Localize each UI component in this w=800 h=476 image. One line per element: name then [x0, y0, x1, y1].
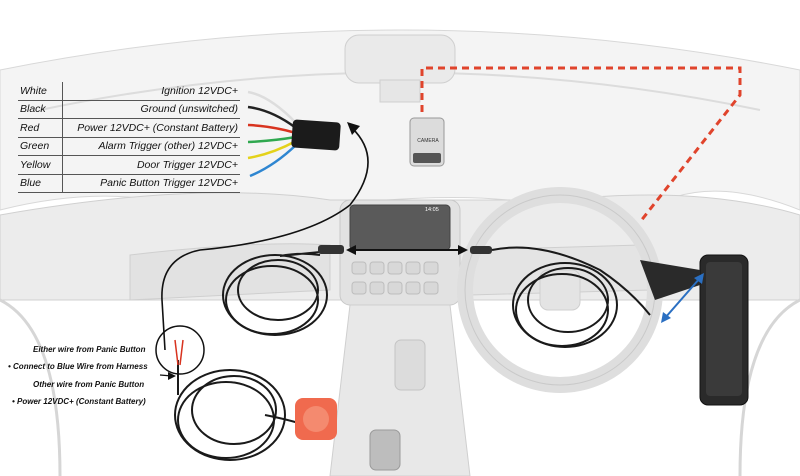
wire-color: White — [18, 82, 63, 101]
harness-module — [291, 119, 341, 151]
wire-color: Blue — [18, 174, 63, 193]
wire-function: Door Trigger 12VDC+ — [62, 155, 240, 175]
panic-note-1: Either wire from Panic Button — [33, 345, 146, 354]
wire-function: Panic Button Trigger 12VDC+ — [62, 174, 240, 193]
panic-note-2: • Connect to Blue Wire from Harness — [8, 362, 148, 371]
panic-note-3: Other wire from Panic Button — [33, 380, 145, 389]
wire-color: Green — [18, 137, 63, 156]
wire-function: Ground (unswitched) — [62, 100, 240, 119]
harness-to-panic-arrow — [161, 127, 369, 351]
left-cable-coil — [222, 249, 341, 336]
wire-function: Alarm Trigger (other) 12VDC+ — [62, 137, 240, 156]
wire-color: Yellow — [18, 155, 63, 175]
wire-function: Power 12VDC+ (Constant Battery) — [62, 118, 240, 138]
wire-color: Black — [18, 100, 63, 119]
right-cable-coil — [491, 246, 651, 348]
harness-wires — [247, 90, 297, 178]
camera-power-cable — [420, 66, 742, 223]
infotainment-clock: 14:05 — [425, 207, 439, 213]
wire-function: Ignition 12VDC+ — [62, 82, 240, 101]
panic-wire-junction — [155, 325, 205, 375]
camera-label: CAMERA — [417, 138, 439, 144]
blue-connector-arrow — [664, 277, 701, 319]
wire-color: Red — [18, 118, 63, 138]
panic-note-4: • Power 12VDC+ (Constant Battery) — [12, 397, 146, 406]
panic-cable-coil — [174, 360, 306, 461]
